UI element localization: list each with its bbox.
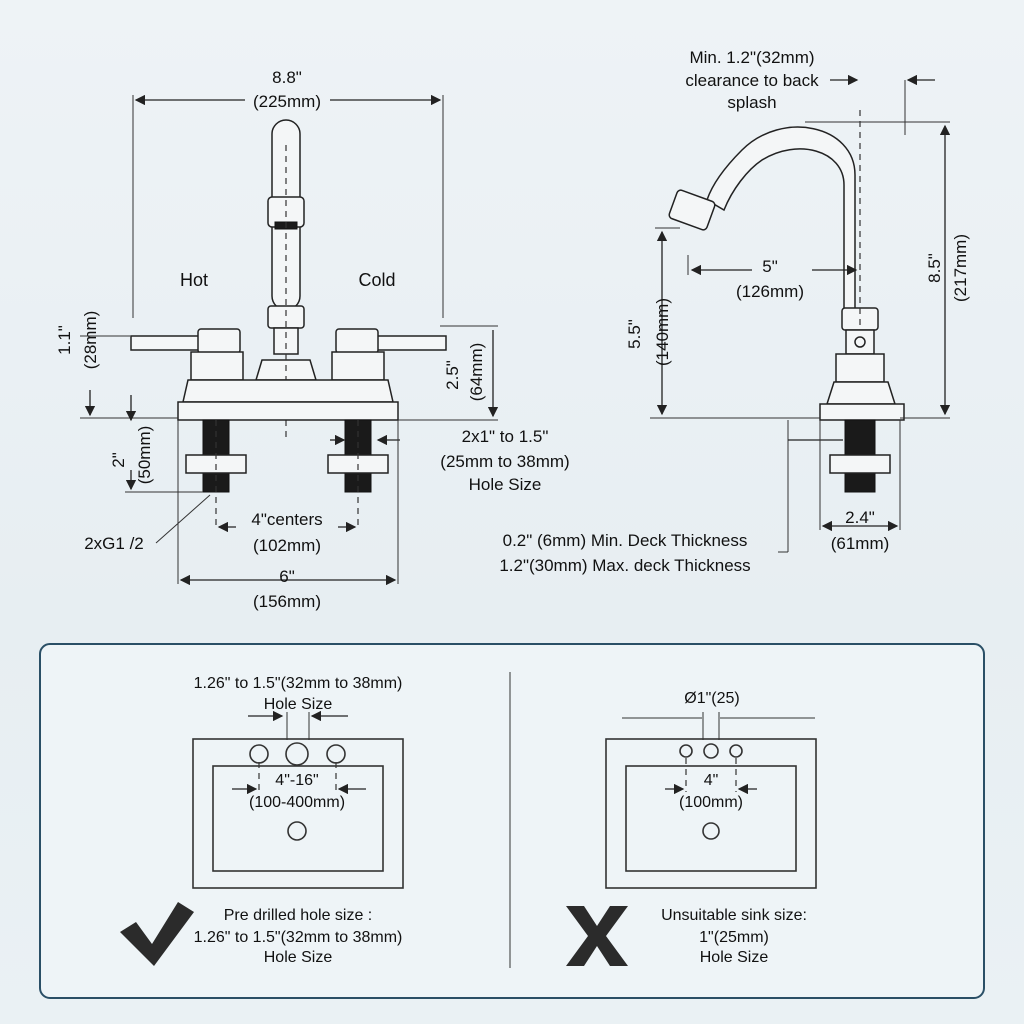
bad-spread1: 4" [704,772,719,789]
side-view: Min. 1.2"(32mm) clearance to back splash… [499,48,970,575]
sink-comparison-panel [39,643,985,999]
good-caption1: Pre drilled hole size : [224,907,373,924]
width-in-label: 8.8" [272,68,302,87]
cold-label: Cold [358,270,395,290]
centers-in-label: 4"centers [251,510,322,529]
hole-line3: Hole Size [469,475,542,494]
front-view: 8.8" (225mm) Hot Cold 1.1" (28 [55,68,570,611]
handle-h-in-label: 1.1" [55,325,74,355]
total-h-in-label: 8.5" [925,253,944,283]
shank-in-label: 2" [109,452,128,468]
reach-in-label: 5" [762,257,778,276]
width-mm-label: (225mm) [253,92,321,111]
bad-caption2: 1"(25mm) [699,929,769,946]
good-hole-top1: 1.26" to 1.5"(32mm to 38mm) [194,675,403,692]
hot-label: Hot [180,270,208,290]
base-w-mm-label: (156mm) [253,592,321,611]
clearance-line2: clearance to back [685,71,819,90]
x-icon [566,906,628,966]
good-caption2: 1.26" to 1.5"(32mm to 38mm) [194,929,403,946]
bad-caption1: Unsuitable sink size: [661,907,807,924]
good-hole-top2: Hole Size [264,696,333,713]
centers-mm-label: (102mm) [253,536,321,555]
clearance-line3: splash [727,93,776,112]
good-caption3: Hole Size [264,949,333,966]
shank-mm-label: (50mm) [135,426,154,485]
spout-h-in-label: 5.5" [625,319,644,349]
handle-h-mm-label: (28mm) [81,311,100,370]
base-h-mm-label: (64mm) [467,343,486,402]
bad-spread2: (100mm) [679,794,743,811]
suitable-sink: 1.26" to 1.5"(32mm to 38mm) Hole Size 4"… [120,675,404,966]
base-d-mm-label: (61mm) [831,534,890,553]
good-spread2: (100-400mm) [249,794,345,811]
bad-hole-top: Ø1"(25) [684,690,739,707]
base-h-in-label: 2.5" [443,360,462,390]
hole-line1: 2x1" to 1.5" [462,427,549,446]
thread-label: 2xG1 /2 [84,534,144,553]
deck-min-label: 0.2" (6mm) Min. Deck Thickness [503,531,748,550]
unsuitable-sink: Ø1"(25) 4" (100mm) Unsuitable sink size:… [566,690,817,966]
spout-h-mm-label: (140mm) [653,298,672,366]
total-h-mm-label: (217mm) [951,234,970,302]
check-icon [120,902,194,966]
base-w-in-label: 6" [279,567,295,586]
deck-max-label: 1.2"(30mm) Max. deck Thickness [499,556,750,575]
reach-mm-label: (126mm) [736,282,804,301]
base-d-in-label: 2.4" [845,508,875,527]
clearance-line1: Min. 1.2"(32mm) [689,48,814,67]
bad-caption3: Hole Size [700,949,769,966]
good-spread1: 4"-16" [275,772,318,789]
hole-line2: (25mm to 38mm) [440,452,569,471]
